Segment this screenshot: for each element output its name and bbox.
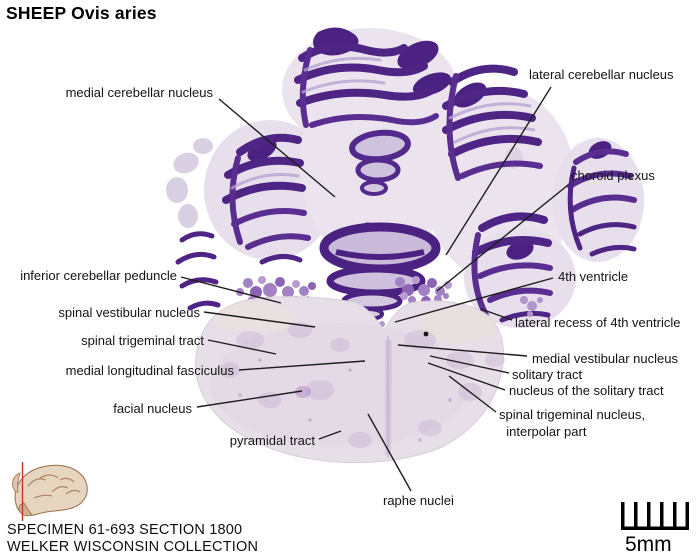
label-solitary-tract: solitary tract [512,367,583,382]
nodulus-bands [319,222,441,321]
label-medial-longitudinal-fasciculus: medial longitudinal fasciculus [65,363,234,378]
scale-bar [621,502,689,530]
scale-bar-label: 5mm [625,533,672,556]
label-lateral-cerebellar-nucleus: lateral cerebellar nucleus [529,67,674,82]
label-fourth-ventricle: 4th ventricle [558,269,629,284]
label-spinal-trigeminal-nucleus-interpolar: spinal trigeminal nucleus, interpolar pa… [499,407,645,439]
label-spinal-trigeminal-tract: spinal trigeminal tract [81,333,204,348]
label-pyramidal-tract: pyramidal tract [229,433,315,448]
label-lateral-recess-of-4th-ventricle: lateral recess of 4th ventricle [515,315,681,330]
label-spinal-vestibular-nucleus: spinal vestibular nucleus [58,305,200,320]
label-facial-nucleus: facial nucleus [113,401,192,416]
brain-locator-thumbnail [12,462,88,521]
collection-caption: WELKER WISCONSIN COLLECTION [7,539,259,555]
label-choroid-plexus: choroid plexus [571,168,655,183]
tissue-artifact-dot [423,331,429,337]
specimen-caption: SPECIMEN 61-693 SECTION 1800 [7,522,243,538]
label-inferior-cerebellar-peduncle: inferior cerebellar peduncle [20,268,177,283]
label-raphe-nuclei: raphe nuclei [383,493,454,508]
label-medial-vestibular-nucleus: medial vestibular nucleus [532,351,678,366]
label-medial-cerebellar-nucleus: medial cerebellar nucleus [65,85,213,100]
figure-title: SHEEP Ovis aries [6,3,157,23]
label-nucleus-of-the-solitary-tract: nucleus of the solitary tract [509,383,664,398]
